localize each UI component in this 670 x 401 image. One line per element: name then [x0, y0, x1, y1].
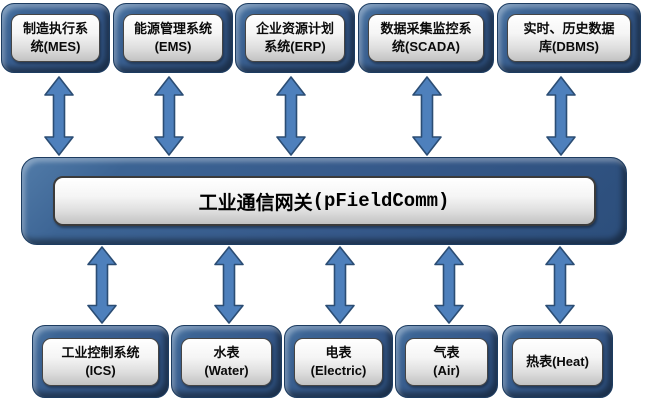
gateway-title-cn: 工业通信网关 [198, 192, 313, 214]
double-vertical-arrow-icon [276, 76, 306, 156]
device-label: 工业控制系统 [61, 344, 140, 360]
system-box-scada: 数据采集监控系 统(SCADA) [358, 3, 494, 73]
system-label: 系统(ERP) [264, 39, 326, 54]
device-label: (Air) [433, 362, 460, 378]
double-vertical-arrow-icon [154, 76, 184, 156]
system-box-scada-plate: 数据采集监控系 统(SCADA) [368, 14, 484, 62]
device-box-water-meter-plate: 水表 (Water) [181, 337, 272, 386]
system-label: 实时、历史数据 [523, 21, 615, 36]
gateway-title-en: (pFieldComm) [312, 190, 450, 212]
double-vertical-arrow-icon [44, 76, 74, 156]
device-label: (Electric) [310, 362, 367, 378]
double-vertical-arrow-icon [325, 246, 355, 324]
system-label: 企业资源计划 [255, 21, 334, 36]
system-label: 统(MES) [30, 39, 81, 54]
system-box-dbms: 实时、历史数据 库(DBMS) [497, 3, 641, 73]
system-label: 能源管理系统 [133, 21, 212, 36]
gateway-plate: 工业通信网关(pFieldComm) [52, 176, 596, 226]
system-box-dbms-plate: 实时、历史数据 库(DBMS) [507, 14, 631, 62]
system-box-erp: 企业资源计划 系统(ERP) [235, 3, 355, 73]
system-box-erp-plate: 企业资源计划 系统(ERP) [245, 14, 345, 62]
device-box-heat-meter-plate: 热表(Heat) [512, 337, 603, 386]
system-box-mes-plate: 制造执行系 统(MES) [11, 14, 100, 62]
system-label: 库(DBMS) [539, 39, 599, 54]
device-label: 气表 [433, 344, 460, 360]
gateway-box: 工业通信网关(pFieldComm) [21, 157, 627, 245]
double-vertical-arrow-icon [434, 246, 464, 324]
device-label: 热表(Heat) [526, 353, 589, 369]
device-label: (ICS) [85, 362, 116, 378]
device-box-electric-meter: 电表 (Electric) [284, 325, 393, 398]
double-vertical-arrow-icon [214, 246, 244, 324]
system-label: 制造执行系 [22, 21, 88, 36]
system-label: 数据采集监控系 [380, 21, 472, 36]
system-box-mes: 制造执行系 统(MES) [1, 3, 110, 73]
device-box-ics-plate: 工业控制系统 (ICS) [42, 337, 159, 386]
system-label: (EMS) [154, 39, 192, 54]
device-label: (Water) [204, 362, 249, 378]
device-box-gas-meter-plate: 气表 (Air) [405, 337, 488, 386]
device-box-gas-meter: 气表 (Air) [395, 325, 498, 398]
device-box-electric-meter-plate: 电表 (Electric) [294, 337, 383, 386]
double-vertical-arrow-icon [87, 246, 117, 324]
device-label: 电表 [325, 344, 352, 360]
system-box-ems: 能源管理系统 (EMS) [113, 3, 233, 73]
device-label: 水表 [213, 344, 240, 360]
double-vertical-arrow-icon [546, 76, 576, 156]
device-box-ics: 工业控制系统 (ICS) [32, 325, 169, 398]
double-vertical-arrow-icon [545, 246, 575, 324]
device-box-heat-meter: 热表(Heat) [502, 325, 613, 398]
device-box-water-meter: 水表 (Water) [171, 325, 282, 398]
system-label: 统(SCADA) [392, 39, 460, 54]
double-vertical-arrow-icon [412, 76, 442, 156]
system-box-ems-plate: 能源管理系统 (EMS) [123, 14, 223, 62]
